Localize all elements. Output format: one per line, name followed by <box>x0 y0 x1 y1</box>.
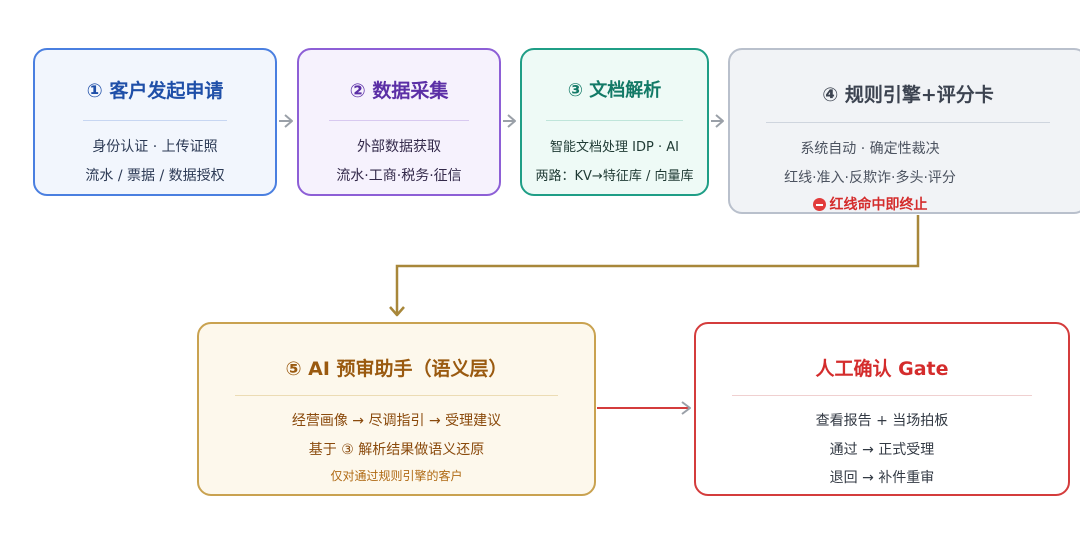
divider <box>546 120 683 121</box>
stop-icon <box>812 198 826 211</box>
node-line: 两路：KV→特征库 / 向量库 <box>535 169 694 184</box>
redline-warning: 红线命中即终止 <box>730 194 1010 214</box>
arrow-4-to-5 <box>389 215 920 317</box>
node-line: 身份认证 · 上传证照 <box>92 139 218 155</box>
node-manual-gate: 人工确认 Gate 查看报告 + 当场拍板 通过 → 正式受理 退回 → 补件重… <box>694 322 1070 496</box>
redline-warning-text: 红线命中即终止 <box>829 197 928 213</box>
divider <box>235 395 558 396</box>
node-customer-application: ① 客户发起申请 身份认证 · 上传证照 流水 / 票据 / 数据授权 <box>33 48 277 196</box>
arrow-1-to-2 <box>279 114 293 128</box>
node-line: 退回 → 补件重审 <box>829 470 935 486</box>
node-line: 流水·工商·税务·征信 <box>336 168 462 184</box>
node-line: 系统自动 · 确定性裁决 <box>800 141 940 157</box>
node-title: ① 客户发起申请 <box>86 80 224 102</box>
node-rule-engine: ④ 规则引擎+评分卡 系统自动 · 确定性裁决 红线·准入·反欺诈·多头·评分 … <box>728 48 1080 214</box>
divider <box>732 395 1032 396</box>
node-line: 查看报告 + 当场拍板 <box>815 413 949 429</box>
arrow-3-to-4 <box>711 114 724 128</box>
arrow-2-to-3 <box>503 114 516 128</box>
divider <box>329 120 469 121</box>
node-line: 经营画像 → 尽调指引 → 受理建议 <box>291 413 502 429</box>
node-title: ④ 规则引擎+评分卡 <box>822 84 994 106</box>
node-title: ③ 文档解析 <box>567 80 662 101</box>
divider <box>766 122 1050 123</box>
node-line: 流水 / 票据 / 数据授权 <box>85 168 225 184</box>
node-ai-pre-review: ⑤ AI 预审助手（语义层） 经营画像 → 尽调指引 → 受理建议 基于 ③ 解… <box>197 322 596 496</box>
node-line: 基于 ③ 解析结果做语义还原 <box>308 442 485 458</box>
node-line: 通过 → 正式受理 <box>829 442 935 458</box>
node-title: 人工确认 Gate <box>815 358 949 380</box>
node-title: ⑤ AI 预审助手（语义层） <box>285 358 508 380</box>
node-data-collection: ② 数据采集 外部数据获取 流水·工商·税务·征信 <box>297 48 501 196</box>
node-note: 仅对通过规则引擎的客户 <box>330 469 463 483</box>
node-line: 红线·准入·反欺诈·多头·评分 <box>784 170 956 186</box>
arrow-5-to-6 <box>597 401 691 415</box>
node-document-parsing: ③ 文档解析 智能文档处理 IDP · AI 两路：KV→特征库 / 向量库 <box>520 48 709 196</box>
node-line: 外部数据获取 <box>357 139 441 155</box>
divider <box>83 120 227 121</box>
node-title: ② 数据采集 <box>349 80 449 102</box>
node-line: 智能文档处理 IDP · AI <box>550 140 679 155</box>
